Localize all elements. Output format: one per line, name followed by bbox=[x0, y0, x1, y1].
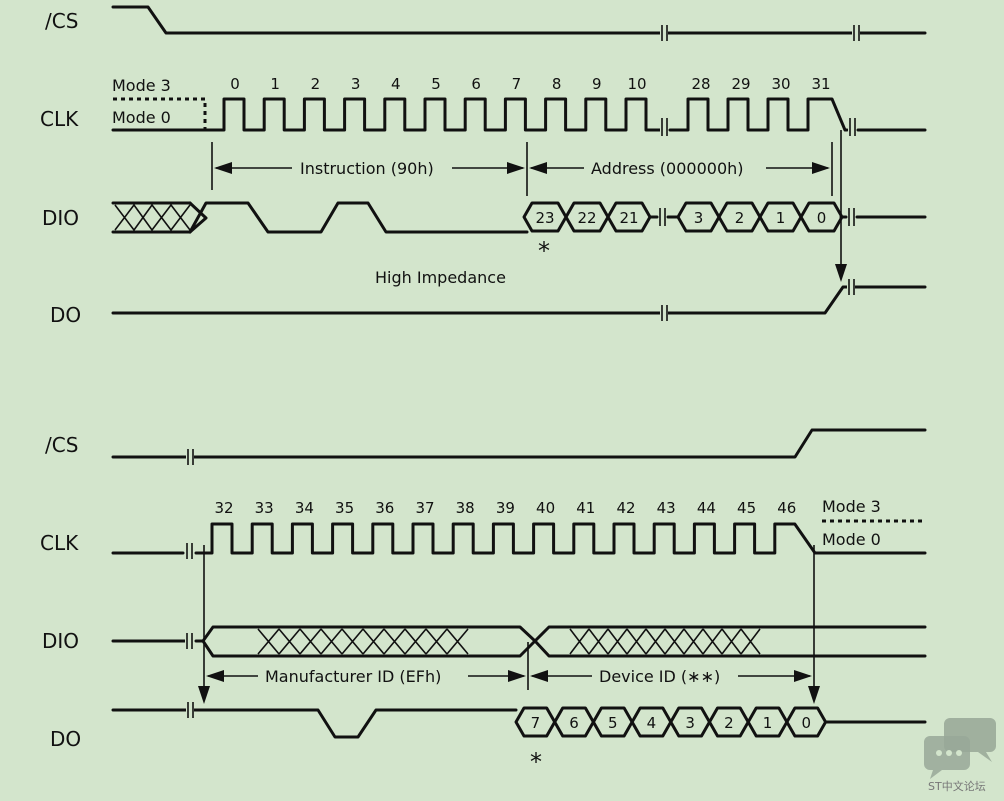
clock-number: 5 bbox=[431, 75, 441, 93]
address-bit-label: 21 bbox=[619, 209, 638, 227]
top-do-wave bbox=[111, 285, 927, 315]
top-cs-label: /CS bbox=[45, 9, 78, 33]
bottom-clk-label: CLK bbox=[40, 531, 79, 555]
clock-number: 34 bbox=[295, 499, 314, 517]
bottom-dio-label: DIO bbox=[42, 629, 79, 653]
manufacturer-arrow bbox=[206, 670, 526, 682]
top-dio-dontcare bbox=[111, 201, 208, 234]
device-bit-label: 4 bbox=[647, 714, 657, 732]
high-impedance-label: High Impedance bbox=[375, 268, 506, 287]
address-bit-label: 1 bbox=[776, 209, 786, 227]
top-mode0-label: Mode 0 bbox=[112, 108, 171, 127]
clock-number: 1 bbox=[270, 75, 280, 93]
clock-number: 39 bbox=[496, 499, 515, 517]
clock-number: 31 bbox=[811, 75, 830, 93]
clock-number: 6 bbox=[471, 75, 481, 93]
clock-number: 29 bbox=[731, 75, 750, 93]
clock-number: 42 bbox=[616, 499, 635, 517]
top-dio-instruction-wave bbox=[188, 201, 529, 234]
instruction-label: Instruction (90h) bbox=[300, 159, 434, 178]
clock-number: 45 bbox=[737, 499, 756, 517]
clock-number: 44 bbox=[697, 499, 716, 517]
device-bit-label: 1 bbox=[763, 714, 773, 732]
clock-number: 32 bbox=[214, 499, 233, 517]
top-clk-label: CLK bbox=[40, 107, 79, 131]
top-cs-wave bbox=[111, 5, 927, 35]
top-do-label: DO bbox=[50, 303, 81, 327]
device-label: Device ID (∗∗) bbox=[599, 667, 720, 686]
clock-number: 8 bbox=[552, 75, 562, 93]
clock-number: 2 bbox=[311, 75, 321, 93]
bottom-cs-wave bbox=[111, 428, 927, 459]
clock-number: 9 bbox=[592, 75, 602, 93]
bottom-do-label: DO bbox=[50, 727, 81, 751]
clock-number: 10 bbox=[627, 75, 646, 93]
address-bit-label: 0 bbox=[817, 209, 827, 227]
top-mode3-label: Mode 3 bbox=[112, 76, 171, 95]
address-arrow bbox=[529, 162, 830, 174]
device-bit-label: 3 bbox=[685, 714, 695, 732]
address-bit-label: 2 bbox=[735, 209, 745, 227]
top-clk-wave bbox=[111, 97, 927, 132]
chat-bubbles-icon bbox=[924, 718, 996, 779]
bottom-star: * bbox=[530, 748, 542, 776]
address-bit-label: 22 bbox=[577, 209, 596, 227]
clock-number: 37 bbox=[415, 499, 434, 517]
watermark-text: ST中文论坛 bbox=[928, 779, 986, 793]
clock-number: 33 bbox=[255, 499, 274, 517]
clock-number: 4 bbox=[391, 75, 401, 93]
device-bit-label: 6 bbox=[569, 714, 579, 732]
device-bit-label: 0 bbox=[801, 714, 811, 732]
clock-number: 40 bbox=[536, 499, 555, 517]
device-bit-label: 5 bbox=[608, 714, 618, 732]
clock-number: 3 bbox=[351, 75, 361, 93]
clock-number: 35 bbox=[335, 499, 354, 517]
instruction-arrow bbox=[214, 162, 525, 174]
manufacturer-label: Manufacturer ID (EFh) bbox=[265, 667, 441, 686]
bottom-do-wave bbox=[111, 708, 518, 739]
clock-number: 38 bbox=[456, 499, 475, 517]
clock-number: 41 bbox=[576, 499, 595, 517]
clock-number: 0 bbox=[230, 75, 240, 93]
clock-number: 7 bbox=[512, 75, 522, 93]
clock-number: 28 bbox=[691, 75, 710, 93]
bottom-mode3-label: Mode 3 bbox=[822, 497, 881, 516]
device-arrow bbox=[530, 670, 812, 682]
bottom-dio-wave bbox=[111, 625, 927, 658]
bottom-clk-wave bbox=[111, 522, 927, 555]
top-dio-label: DIO bbox=[42, 206, 79, 230]
address-bit-label: 23 bbox=[535, 209, 554, 227]
clock-number: 43 bbox=[657, 499, 676, 517]
bottom-clock-numbers: 32 33 34 35 36 37 38 39 40 41 42 43 44 45 46 bbox=[214, 499, 796, 517]
address-bit-label: 3 bbox=[694, 209, 704, 227]
top-star: * bbox=[538, 237, 550, 265]
top-clock-numbers: 0 1 2 3 4 5 6 7 8 9 10 28 29 30 31 bbox=[230, 75, 830, 93]
bottom-mode0-label: Mode 0 bbox=[822, 530, 881, 549]
watermark: ST中文论坛 bbox=[924, 718, 996, 793]
bottom-dio-dontcare bbox=[257, 628, 761, 655]
device-bit-label: 7 bbox=[531, 714, 541, 732]
clock-number: 46 bbox=[777, 499, 796, 517]
bottom-do-data-bus: 7 6 5 4 3 2 1 0 bbox=[514, 706, 828, 738]
clock-number: 36 bbox=[375, 499, 394, 517]
device-bit-label: 2 bbox=[724, 714, 734, 732]
top-mode3-dotted bbox=[113, 97, 207, 130]
bottom-cs-label: /CS bbox=[45, 433, 78, 457]
address-label: Address (000000h) bbox=[591, 159, 744, 178]
clock-number: 30 bbox=[771, 75, 790, 93]
